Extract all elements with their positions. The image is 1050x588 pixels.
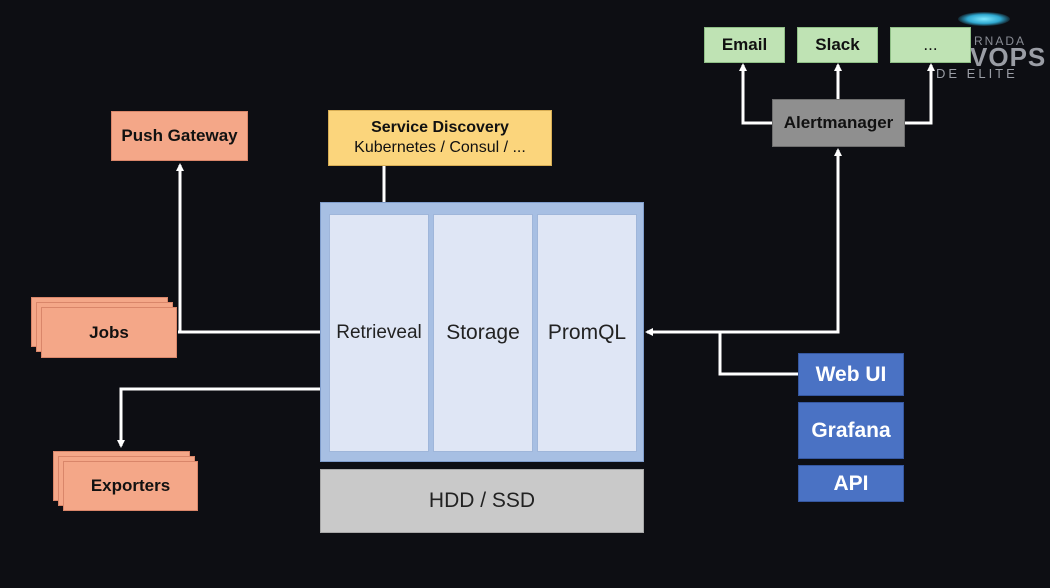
push-gateway-label: Push Gateway	[121, 126, 238, 145]
storage-label: Storage	[446, 321, 520, 344]
watermark-line3: DE ELITE	[936, 66, 1018, 81]
grafana-box: Grafana	[798, 402, 904, 459]
watermark-logo: RNADA VOPS DE ELITE	[930, 8, 1048, 81]
service-discovery-box: Service Discovery Kubernetes / Consul / …	[328, 110, 552, 166]
logo-emblem	[958, 12, 1010, 26]
email-box: Email	[704, 27, 785, 63]
more-receivers-label: ...	[923, 35, 938, 54]
slack-label: Slack	[815, 35, 860, 54]
alertmanager-to-email-arrow	[739, 63, 773, 125]
exporters-label: Exporters	[90, 476, 171, 495]
web-ui-label: Web UI	[815, 362, 887, 386]
retrieval-to-exporters-arrow	[117, 387, 320, 448]
push-gateway-box: Push Gateway	[111, 111, 248, 161]
more-receivers-box: ...	[890, 27, 971, 63]
promql-to-alertmanager-arrow	[720, 148, 842, 334]
webui-to-promql-arrow	[645, 328, 798, 376]
watermark-line2: VOPS	[970, 42, 1047, 72]
storage-component: Storage	[433, 214, 533, 452]
slack-box: Slack	[797, 27, 878, 63]
alertmanager-label: Alertmanager	[783, 113, 894, 132]
retrieval-label: Retrieveal	[336, 322, 422, 343]
web-ui-box: Web UI	[798, 353, 904, 396]
disk-label: HDD / SSD	[428, 489, 536, 512]
service-discovery-subtitle: Kubernetes / Consul / ...	[354, 139, 526, 156]
alertmanager-to-more-arrow	[905, 63, 935, 125]
disk-box: HDD / SSD	[320, 469, 644, 533]
alertmanager-box: Alertmanager	[772, 99, 905, 147]
retrieval-component: Retrieveal	[329, 214, 429, 452]
email-label: Email	[721, 35, 768, 54]
api-label: API	[833, 471, 869, 495]
service-discovery-title: Service Discovery	[371, 119, 509, 136]
exporters-box: Exporters	[63, 461, 198, 511]
jobs-box: Jobs	[41, 307, 177, 358]
watermark-line1: RNADA	[974, 34, 1027, 48]
jobs-label: Jobs	[89, 322, 129, 342]
promql-label: PromQL	[547, 321, 627, 344]
prometheus-server-box: Retrieveal Storage PromQL	[320, 202, 644, 462]
grafana-label: Grafana	[811, 418, 891, 442]
promql-component: PromQL	[537, 214, 637, 452]
api-box: API	[798, 465, 904, 502]
